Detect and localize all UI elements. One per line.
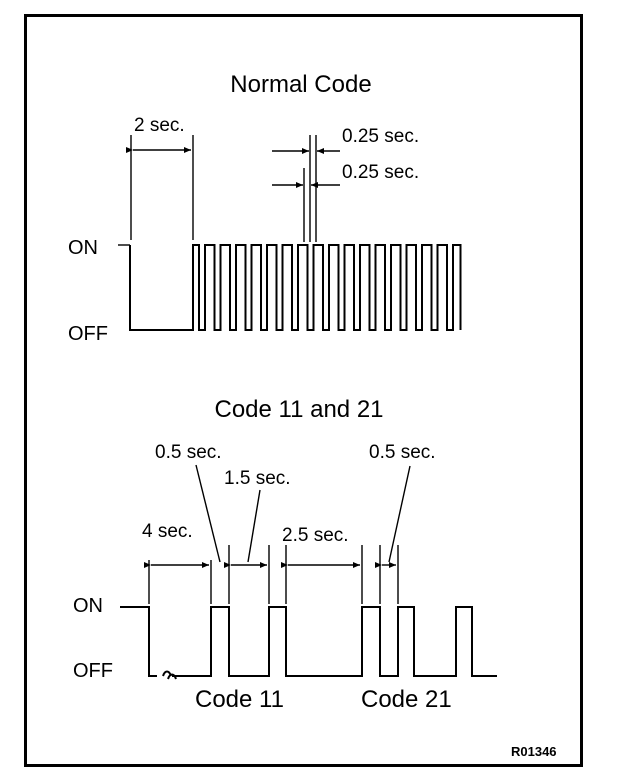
code-off-label: OFF — [73, 660, 113, 682]
code-21-label: Code 21 — [361, 686, 452, 713]
code-code-gap-label: 2.5 sec. — [282, 525, 349, 546]
code-pulse-width-2-label: 0.5 sec. — [369, 442, 436, 463]
normal-pulse-off-label: 0.25 sec. — [342, 162, 419, 183]
leader-15sec — [247, 489, 261, 563]
code-11-label: Code 11 — [195, 686, 284, 713]
normal-code-title: Normal Code — [230, 71, 371, 98]
normal-pulse-on-label: 0.25 sec. — [342, 126, 419, 147]
diagram-frame — [24, 14, 583, 767]
normal-off-label: OFF — [68, 323, 108, 345]
code-11-21-waveform — [120, 606, 497, 680]
code-start-gap-label: 4 sec. — [142, 521, 193, 542]
leader-05sec-a — [195, 464, 221, 563]
code-digit-gap-label: 1.5 sec. — [224, 468, 291, 489]
normal-code-waveform — [129, 244, 462, 331]
normal-on-label: ON — [68, 237, 98, 259]
normal-initial-off-label: 2 sec. — [134, 115, 185, 136]
code-pulse-width-1-label: 0.5 sec. — [155, 442, 222, 463]
leader-05sec-b — [388, 465, 411, 563]
code-11-21-title: Code 11 and 21 — [214, 396, 383, 423]
reference-code: R01346 — [511, 744, 557, 759]
code-on-label: ON — [73, 595, 103, 617]
